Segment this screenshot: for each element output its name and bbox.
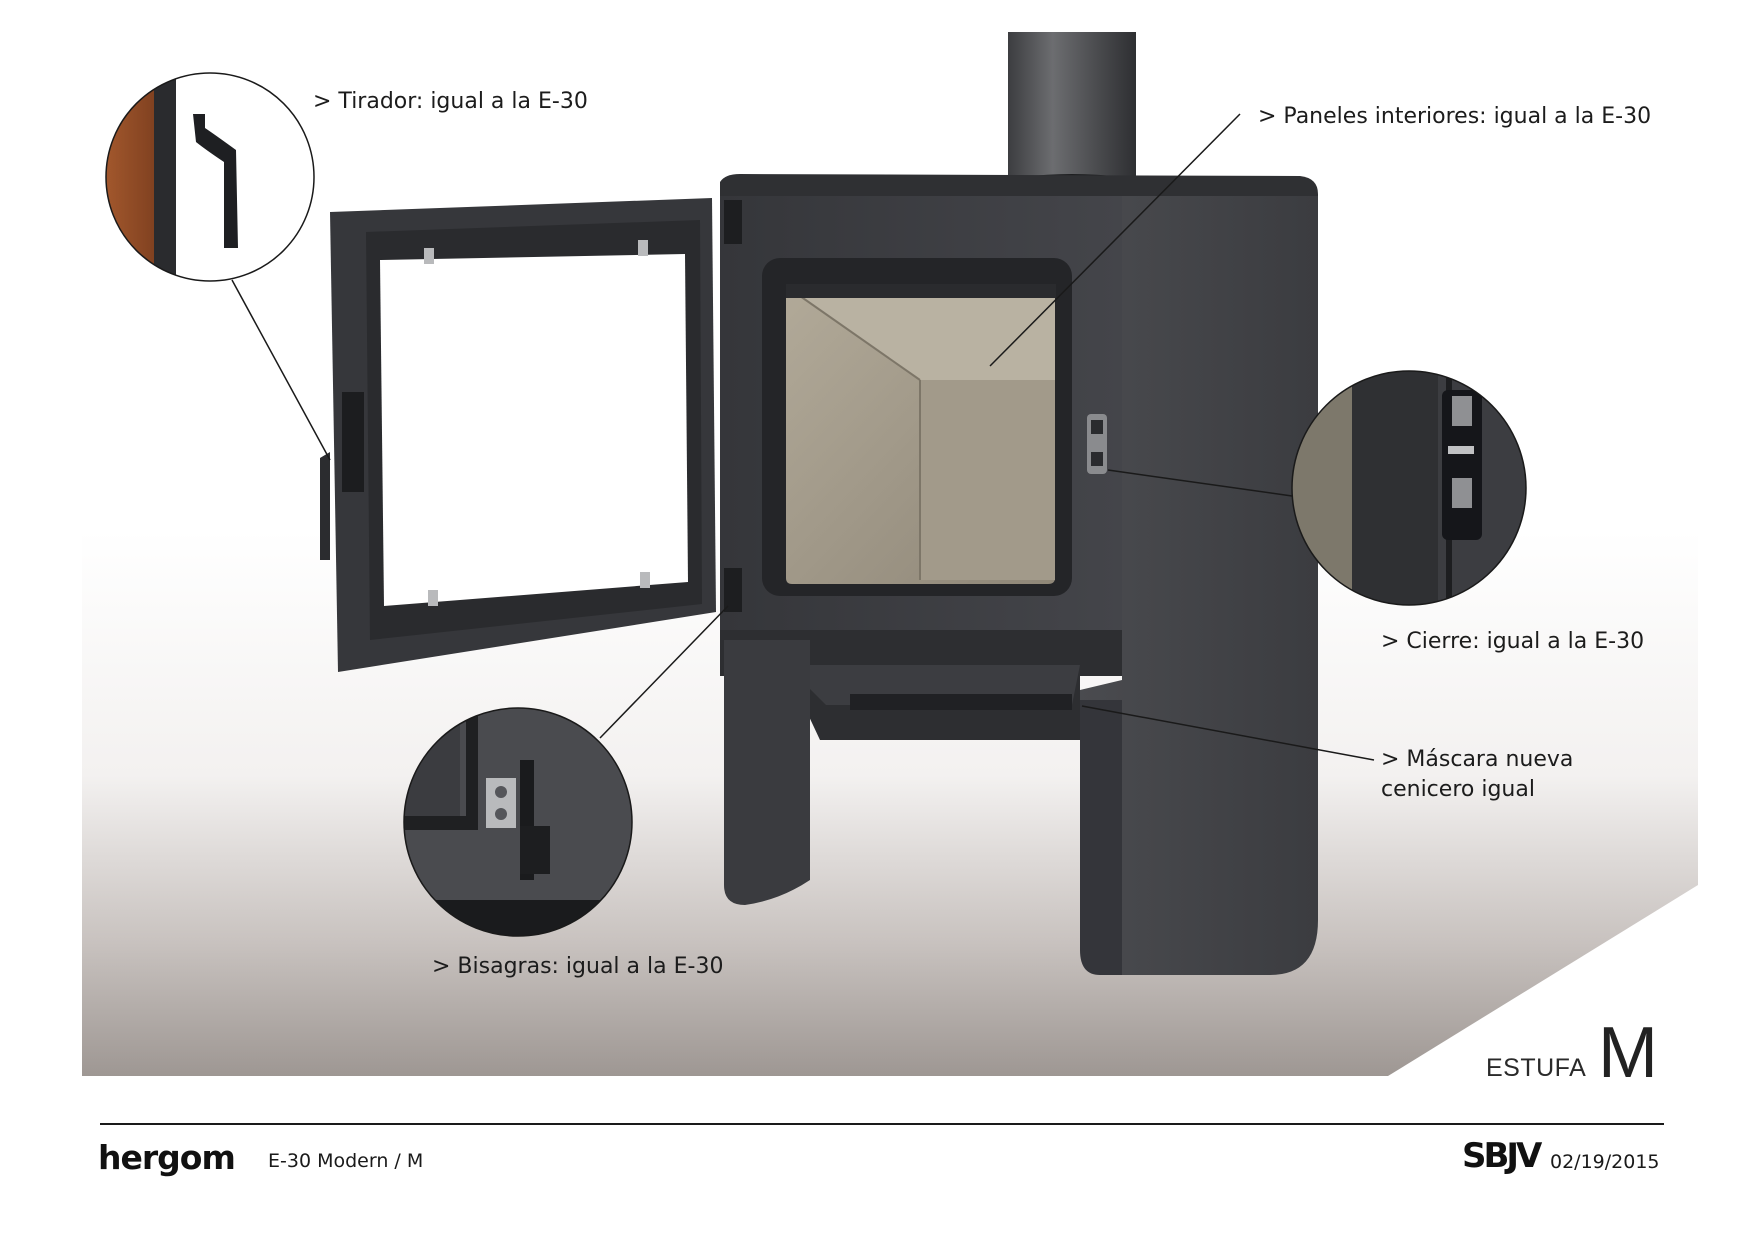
door-handle — [320, 452, 330, 560]
footer-divider — [100, 1123, 1664, 1125]
door-handle-mount — [342, 392, 364, 492]
model-name: E-30 Modern / M — [268, 1150, 424, 1172]
hinge-top — [724, 200, 742, 244]
callout-tirador: > Tirador: igual a la E-30 — [313, 89, 588, 114]
callout-mascara-line1: > Máscara nueva — [1381, 747, 1574, 772]
door-glass — [380, 254, 688, 606]
product-letter: M — [1598, 1013, 1658, 1093]
stove-top — [720, 174, 1318, 200]
tirador-zoom — [105, 72, 315, 282]
callout-paneles-interiores: > Paneles interiores: igual a la E-30 — [1258, 104, 1652, 129]
chimney-pipe — [1008, 32, 1136, 184]
callout-bisagras: > Bisagras: igual a la E-30 — [432, 954, 724, 979]
document-date: 02/19/2015 — [1550, 1151, 1660, 1173]
product-label: ESTUFA — [1486, 1054, 1587, 1082]
hinge-bottom — [724, 568, 742, 612]
callout-mascara-line2: cenicero igual — [1381, 777, 1535, 802]
cierre-zoom — [1291, 370, 1527, 606]
brand-logo-sbjv: SBJV — [1462, 1136, 1542, 1176]
stove-leg-left — [724, 640, 810, 905]
stove-side-panel — [1080, 196, 1318, 975]
brand-logo-hergom: hergom — [98, 1138, 236, 1177]
callout-cierre: > Cierre: igual a la E-30 — [1381, 629, 1645, 654]
stove-leg-right — [1080, 700, 1122, 975]
